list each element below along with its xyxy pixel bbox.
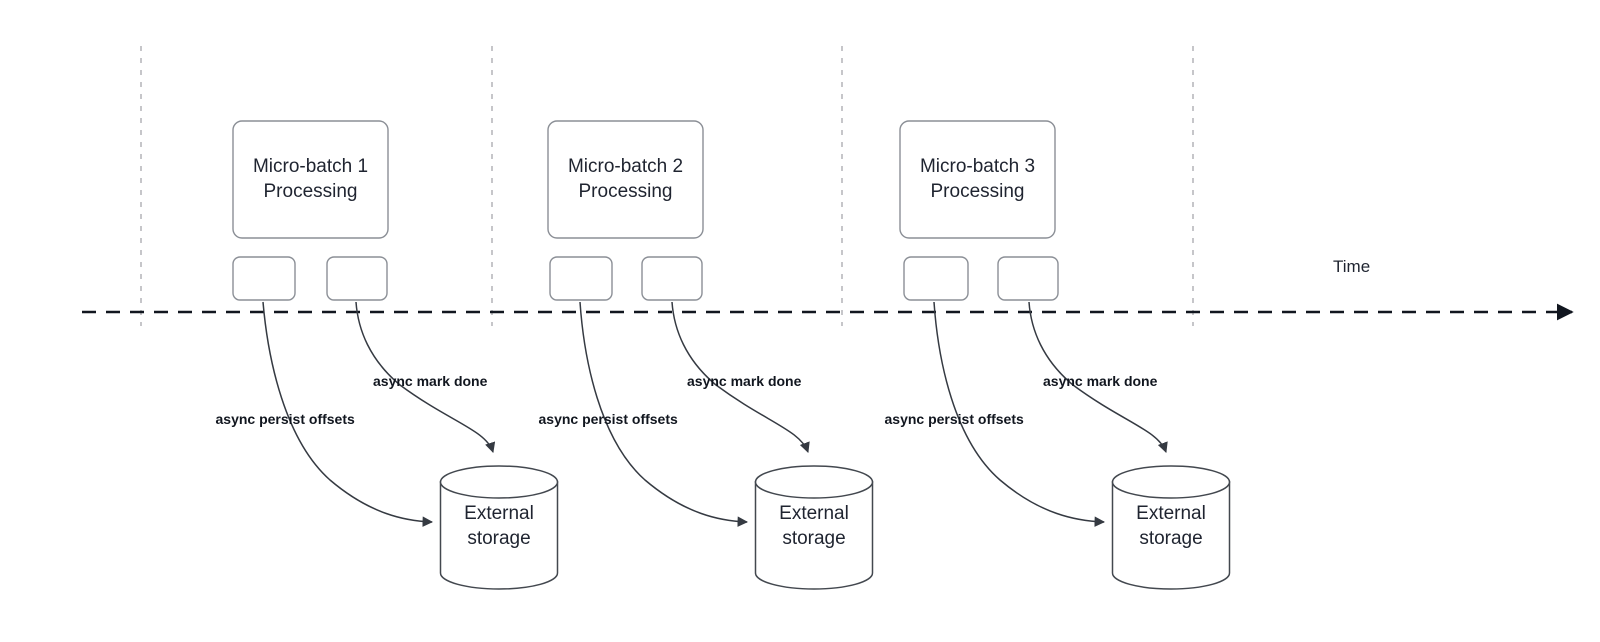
async-persist-offsets-edge-label-1: async persist offsets — [215, 411, 355, 427]
external-storage-cylinder-body-2[interactable] — [754, 481, 874, 590]
time-axis-label: Time — [1333, 257, 1371, 276]
node-shapes — [232, 120, 1231, 590]
external-storage-cylinder-top-2[interactable] — [754, 465, 874, 499]
async-mark-done-edge-label-3: async mark done — [1043, 373, 1158, 389]
async-persist-offsets-edge-3 — [933, 301, 1106, 527]
async-mark-done-edge-label-1: async mark done — [373, 373, 488, 389]
micro-batch-box-1[interactable] — [232, 120, 389, 239]
async-mark-done-edge-2 — [671, 301, 810, 453]
mark-done-task-1[interactable] — [326, 256, 388, 301]
persist-offsets-task-3[interactable] — [903, 256, 969, 301]
micro-batch-box-2[interactable] — [547, 120, 704, 239]
mark-done-task-2[interactable] — [641, 256, 703, 301]
async-mark-done-edge-3 — [1028, 301, 1168, 453]
micro-batch-box-3[interactable] — [899, 120, 1056, 239]
async-persist-offsets-edge-label-3: async persist offsets — [884, 411, 1024, 427]
external-storage-cylinder-top-1[interactable] — [439, 465, 559, 499]
external-storage-label-3: External storage — [1136, 502, 1206, 549]
async-mark-done-edge-label-2: async mark done — [687, 373, 802, 389]
edge-paths — [262, 301, 1168, 527]
async-persist-offsets-edge-2 — [579, 301, 749, 527]
external-storage-cylinder-body-3[interactable] — [1111, 481, 1231, 590]
async-mark-done-edge-1 — [355, 301, 496, 454]
external-storage-label-1: External storage — [464, 502, 534, 549]
persist-offsets-task-1[interactable] — [232, 256, 296, 301]
external-storage-cylinder-body-1[interactable] — [439, 481, 559, 590]
persist-offsets-task-2[interactable] — [549, 256, 613, 301]
external-storage-cylinder-top-3[interactable] — [1111, 465, 1231, 499]
external-storage-label-2: External storage — [779, 502, 849, 549]
mark-done-task-3[interactable] — [997, 256, 1059, 301]
async-persist-offsets-edge-label-2: async persist offsets — [538, 411, 678, 427]
async-persist-offsets-edge-1 — [262, 301, 434, 527]
